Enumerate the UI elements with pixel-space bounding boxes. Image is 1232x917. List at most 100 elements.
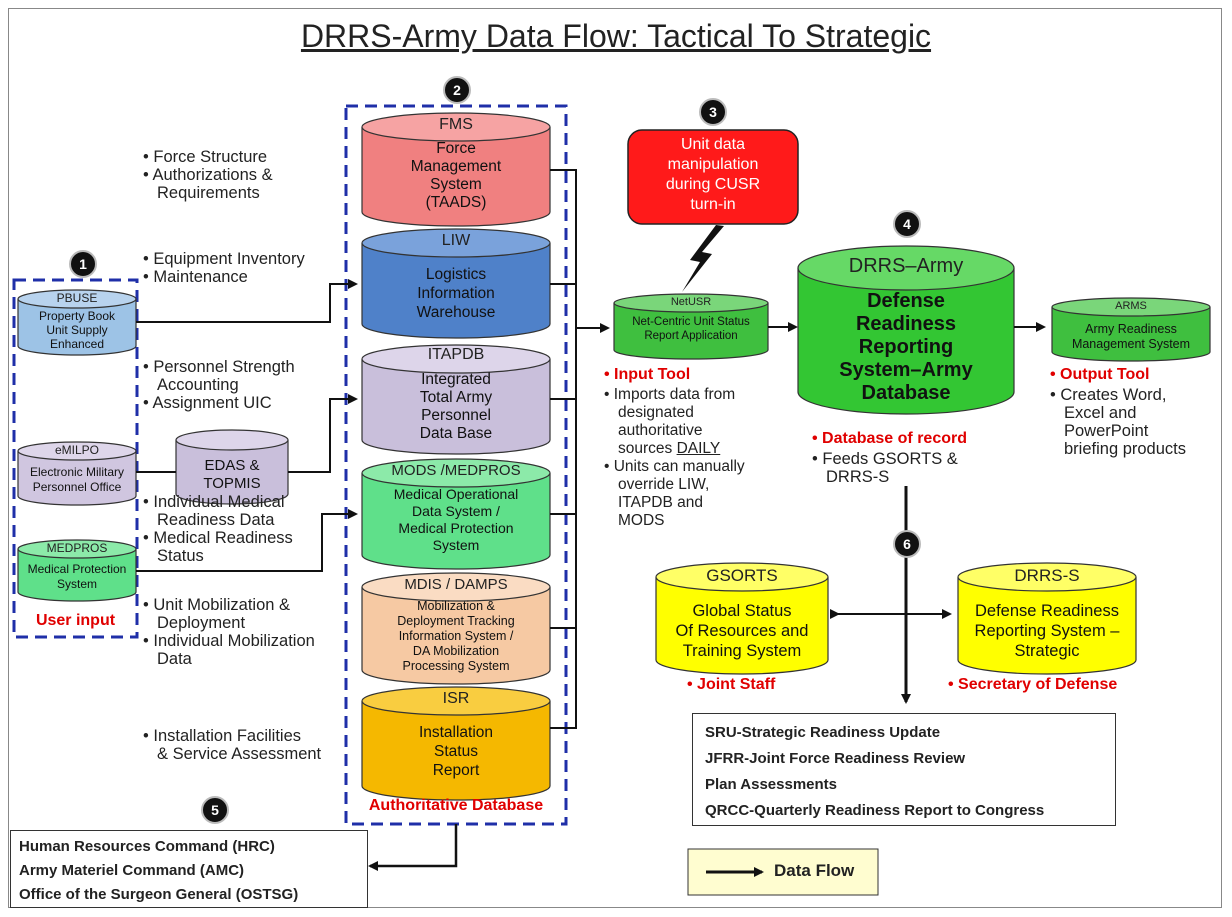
arms-bullet: Creates Word, Excel and PowerPoint brief… [1050,386,1186,458]
netusr-bullets: Imports data from designated authoritati… [604,386,745,530]
page-title: DRRS-Army Data Flow: Tactical To Strateg… [300,18,932,54]
badge-6: 6 [893,530,921,558]
drrs-army-short: DRRS–Army [848,255,964,277]
medpros-user-short: MEDPROS [46,541,108,555]
category-item: Personnel Strength Accounting [143,358,294,394]
arms-tool-label: Output Tool [1060,366,1150,383]
mods-medpros-cylinder [361,458,551,570]
itapdb-long: Integrated Total Army Personnel Data Bas… [419,371,493,442]
category-item: Maintenance [143,268,305,286]
netusr-short: NetUSR [670,296,712,308]
category-item: Force Structure [143,148,273,166]
emilpo-short: eMILPO [54,443,99,457]
gsorts-short: GSORTS [706,566,778,585]
emilpo-long: Electronic Military Personnel Office [29,465,125,494]
strategic-product: JFRR-Joint Force Readiness Review [705,750,966,767]
legend-label: Data Flow [774,861,855,880]
authoritative-bus [550,169,577,729]
netusr-bullet-text: Imports data from designated authoritati… [613,386,736,457]
emilpo-cylinder [17,441,137,506]
manipulation-box [627,129,799,225]
medpros-user-long: Medical Protection System [27,562,127,591]
itapdb-short: ITAPDB [427,346,485,363]
arms-short: ARMS [1115,300,1147,312]
medpros-to-mods-arrow [136,509,358,572]
pbuse-long: Property Book Unit Supply Enhanced [38,309,116,351]
badge-2: 2 [443,76,471,104]
mods-medpros-long: Medical Operational Data System / Medica… [393,486,519,553]
arms-tool: • Output Tool [1050,366,1150,383]
user-input-group-box [12,278,139,639]
strategic-product: QRCC-Quarterly Readiness Report to Congr… [705,802,1045,819]
arms-long: Army Readiness Management System [1071,322,1191,351]
drrs-army-cylinder [797,245,1015,415]
pbuse-to-liw-arrow [136,279,358,323]
arms-cylinder [1051,297,1211,362]
drrs-army-long: Defense Readiness Reporting System–Army … [839,290,973,404]
mdis-damps-long: Mobilization & Deployment Tracking Infor… [397,599,515,673]
badge-3: 3 [699,98,727,126]
category-installation: Installation Facilities & Service Assess… [143,727,321,763]
strategic-product: Plan Assessments [705,776,838,793]
gsorts-long: Global Status Of Resources and Training … [675,602,809,660]
category-item: Authorizations & Requirements [143,166,272,202]
command-item: Human Resources Command (HRC) [19,838,275,855]
category-force-structure: Force Structure Authorizations & Require… [143,148,273,202]
badge-1: 1 [69,250,97,278]
badge-4: 4 [893,210,921,238]
itapdb-cylinder [361,344,551,455]
edas-to-itapdb-arrow [288,394,358,473]
category-item: Installation Facilities & Service Assess… [143,727,321,763]
manipulation-text: Unit data manipulation during CUSR turn-… [665,136,761,213]
category-item: Individual Mobilization Data [143,632,314,668]
daily-emphasis: DAILY [676,440,721,457]
pbuse-short: PBUSE [56,291,98,305]
pbuse-cylinder [17,289,137,356]
arms-bullets: Creates Word, Excel and PowerPoint brief… [1050,386,1186,458]
command-item: Office of the Surgeon General (OSTSG) [19,886,299,903]
drrs-army-role: • Database of record [812,430,967,447]
category-mobilization: Unit Mobilization & Deployment Individua… [143,596,315,668]
commands-box: Human Resources Command (HRC) Army Mater… [10,830,368,908]
category-item: Assignment UIC [143,394,295,412]
authoritative-to-commands-arrow [368,824,458,871]
netusr-long: Net-Centric Unit Status Report Applicati… [632,316,750,342]
gsorts-owner: • Joint Staff [687,676,776,693]
isr-long: Installation Status Report [418,724,494,779]
strategic-products-box: SRU-Strategic Readiness Update JFRR-Join… [692,713,1116,826]
mdis-damps-cylinder [361,572,551,685]
liw-long: Logistics Information Warehouse [416,266,496,321]
drrs-s-short: DRRS-S [1014,566,1080,585]
category-item: Unit Mobilization & Deployment [143,596,315,632]
drrs-s-long: Defense Readiness Reporting System – Str… [974,602,1120,660]
badge-5: 5 [201,796,229,824]
category-item: Individual Medical Readiness Data [143,493,293,529]
mods-medpros-short: MODS /MEDPROS [391,462,521,479]
liw-short: LIW [441,232,471,249]
strategic-product: SRU-Strategic Readiness Update [705,724,941,741]
netusr-tool: • Input Tool [604,366,691,383]
medpros-user-cylinder [17,539,137,602]
isr-short: ISR [442,690,470,707]
liw-cylinder [361,228,551,339]
netusr-bullet: Imports data from designated authoritati… [604,386,745,458]
category-personnel: Personnel Strength Accounting Assignment… [143,358,295,412]
drrs-army-feeds: Feeds GSORTS & DRRS-S [812,450,957,486]
drrs-s-owner: • Secretary of Defense [948,676,1118,693]
drrs-s-owner-label: Secretary of Defense [958,676,1118,693]
netusr-tool-label: Input Tool [614,366,691,383]
command-item: Army Materiel Command (AMC) [19,862,245,879]
category-equipment: Equipment Inventory Maintenance [143,250,305,286]
fms-cylinder [361,112,551,227]
user-input-label: User input [35,612,116,629]
gsorts-owner-label: Joint Staff [697,676,776,693]
outer-frame [8,8,1222,908]
authoritative-label: Authoritative Database [368,797,544,814]
category-item: Equipment Inventory [143,250,304,268]
netusr-bullet: Units can manually override LIW, ITAPDB … [604,458,745,530]
gsorts-cylinder [655,562,829,675]
lightning-bolt-icon [682,225,724,292]
edas-topmis-label: EDAS & TOPMIS [203,457,261,492]
